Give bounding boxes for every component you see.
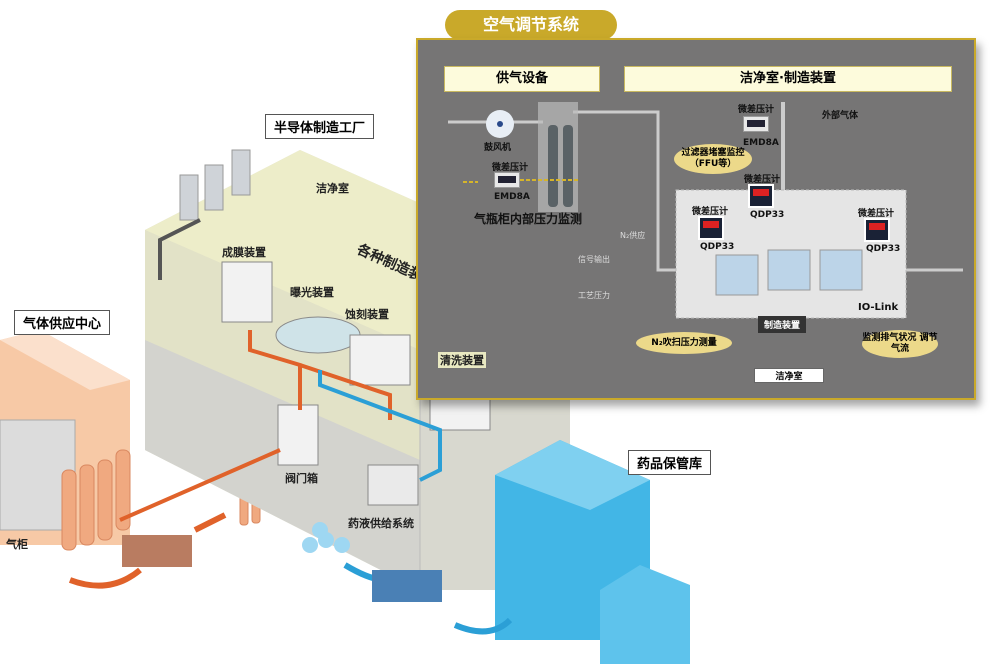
blue-arrow [453,617,513,635]
qdp33-meter-1 [748,184,774,208]
valve-box [277,404,319,466]
external-gas: 外部气体 [822,111,859,121]
emd-model-1: EMD8A [494,192,530,202]
exposure-equipment [275,316,361,354]
signal-out: 信号输出 [578,255,610,264]
qdp-model-2: QDP33 [700,242,735,252]
etching-equipment [349,334,411,386]
film-label: 成膜装置 [222,246,266,259]
qdp33-meter-2 [698,216,724,240]
film-equipment [221,261,273,323]
panel-title: 空气调节系统 [445,10,617,40]
n2-supply: N₂供应 [620,231,646,240]
meter-label-1: 微差压计 [492,163,529,173]
qdp-model-1: QDP33 [750,210,785,220]
orange-arrow [68,567,142,589]
valve-box-label: 阀门箱 [285,472,318,485]
iolink-logo: IO-Link [858,302,899,313]
n2-purge-note: N₂吹扫压力测量 [636,332,732,354]
factory-title: 半导体制造工厂 [265,114,375,139]
meter-label-4: 微差压计 [692,207,729,217]
chem-supply-label: 药液供给系统 [348,517,414,530]
supply-header: 供气设备 [444,66,600,92]
air-conditioning-panel: 供气设备 洁净室·制造装置 鼓风机 微差压计 EMD8A 气瓶柜内部压力监测 N… [416,38,976,400]
truck-blue [372,570,442,602]
meter-label-2: 微差压计 [738,105,775,115]
emd-model-2: EMD8A [743,138,779,148]
emd8a-meter [494,172,520,188]
cylinder-caption: 气瓶柜内部压力监测 [474,212,583,226]
equipment-tag: 制造装置 [758,316,807,333]
meter-label-5: 微差压计 [858,209,895,219]
process-pressure: 工艺压力 [578,291,610,300]
gas-cabinet-label: 气柜 [6,538,28,551]
exposure-label: 曝光装置 [290,286,334,299]
exhaust-monitor-note: 监测排气状况 调节气流 [862,330,938,358]
qdp33-meter-3 [864,218,890,242]
truck-orange [122,535,192,567]
meter-label-3: 微差压计 [744,175,781,185]
etching-label: 蚀刻装置 [345,308,389,321]
blue-pipe [318,370,442,482]
cleaning-label: 清洗装置 [438,352,486,368]
emd8a-meter-2 [743,116,769,132]
filter-monitor-note: 过滤器堵塞监控（FFU等） [674,144,752,174]
chem-supply-unit [367,464,419,506]
cleanroom-header: 洁净室·制造装置 [624,66,952,92]
blower-label: 鼓风机 [484,143,512,153]
qdp-model-3: QDP33 [866,244,901,254]
gas-center-title: 气体供应中心 [14,310,111,335]
cleanroom-label: 洁净室 [316,182,349,195]
pharma-title: 药品保管库 [628,450,712,475]
cleanroom-tag: 洁净室 [754,368,824,383]
